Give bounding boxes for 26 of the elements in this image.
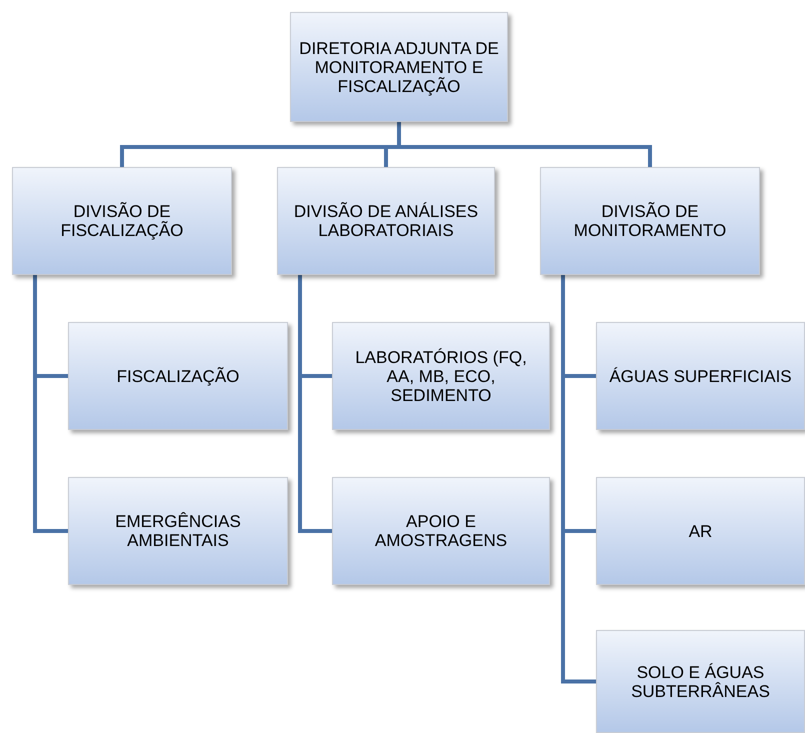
unit-name: DIVISÃO DE FISCALIZAÇÃO [60, 202, 184, 240]
org-unit-box [277, 167, 495, 275]
org-unit-box [68, 477, 288, 585]
unit-name: FISCALIZAÇÃO [116, 366, 240, 386]
unit-name: SOLO E ÁGUAS SUBTERRÂNEAS [630, 662, 771, 700]
unit-name: DIRETORIA ADJUNTA DE MONITORAMENTO E FISCALIZAÇÃO [299, 38, 499, 96]
connector-line [397, 122, 652, 167]
org-unit-box [596, 477, 805, 585]
org-unit-box [290, 12, 508, 122]
connector-line [298, 275, 332, 533]
unit-name: DIVISÃO DE MONITORAMENTO [572, 202, 728, 240]
org-unit-box [12, 167, 232, 275]
org-unit-box [540, 167, 760, 275]
connector-line [33, 275, 68, 533]
unit-name: LABORATÓRIOS (FQ, AA, MB, ECO, SEDIMENTO [354, 348, 528, 404]
unit-name: DIVISÃO DE ANÁLISES LABORATORIAIS [292, 202, 480, 240]
unit-name: EMERGÊNCIAS AMBIENTAIS [114, 512, 242, 550]
org-unit-box [596, 630, 805, 733]
unit-name: ÁGUAS SUPERFICIAIS [609, 366, 792, 386]
org-unit-box [332, 477, 550, 585]
unit-name: APOIO E AMOSTRAGENS [374, 512, 508, 550]
org-unit-box [68, 322, 288, 430]
connector-line [561, 275, 596, 684]
unit-name: AR [688, 522, 712, 540]
org-unit-box [596, 322, 805, 430]
org-unit-box [332, 322, 550, 430]
